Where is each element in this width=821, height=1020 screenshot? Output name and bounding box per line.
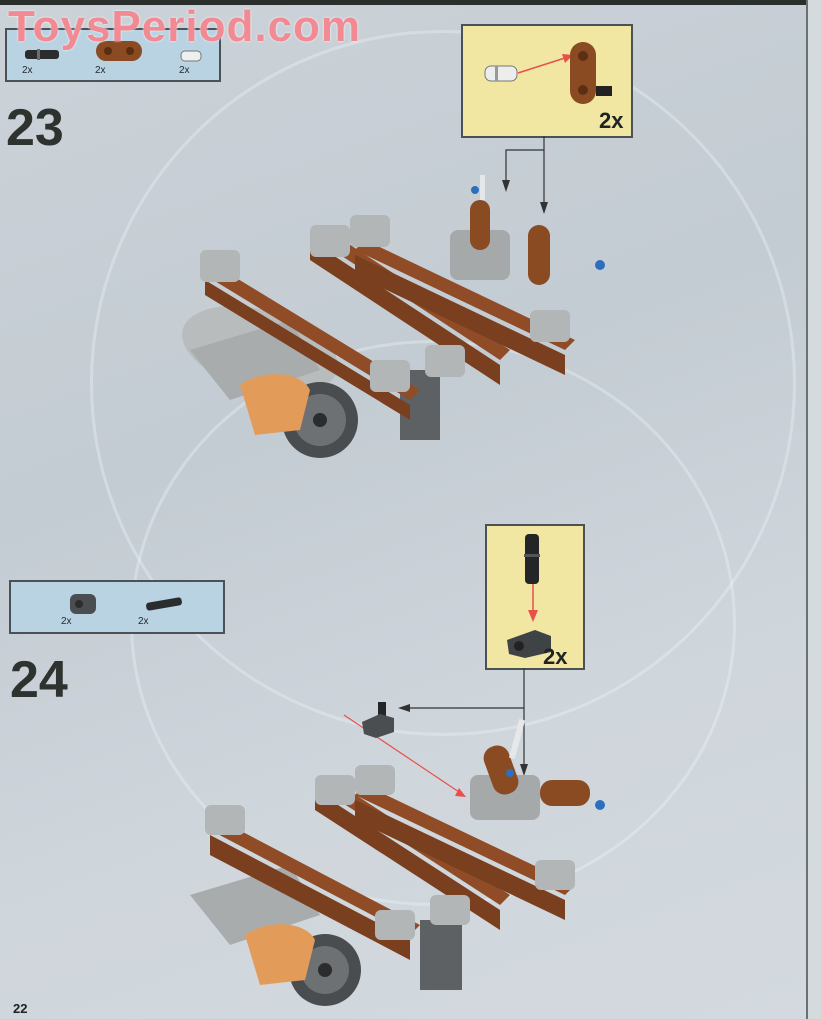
step-24-subassembly-callout: 2x	[485, 524, 585, 670]
white-pin-icon	[180, 50, 202, 62]
page-number: 22	[13, 1001, 28, 1016]
callout-qty: 2x	[599, 108, 624, 133]
step-24-model-render	[190, 765, 605, 1006]
black-pin-icon	[146, 597, 182, 611]
step-24-parts-list: 2x 2x	[9, 580, 225, 634]
loose-connector-part	[362, 702, 394, 738]
page-spine	[806, 0, 808, 1019]
brown-beam-icon	[96, 41, 142, 61]
watermark: ToysPeriod.com	[8, 2, 362, 51]
black-pin-icon	[524, 534, 540, 584]
facing-page-edge	[808, 0, 821, 1019]
step-23-subassembly-callout: 2x	[461, 24, 633, 138]
step-number: 23	[6, 99, 64, 157]
brown-liftarm-icon	[570, 42, 612, 104]
part-qty: 2x	[22, 65, 33, 76]
part-qty: 2x	[61, 616, 72, 627]
dark-grey-connector-icon	[507, 630, 551, 658]
step-23-model-render	[182, 175, 605, 458]
dark-grey-connector-icon	[70, 594, 96, 614]
insert-arrow	[528, 584, 538, 622]
page-top-edge	[0, 0, 821, 5]
part-qty: 2x	[138, 616, 149, 627]
white-pin-icon	[484, 65, 518, 82]
step-number: 24	[10, 651, 68, 709]
step-24-upper-subassembly	[483, 718, 526, 795]
step-23-parts-list: 2x 2x 2x	[5, 28, 221, 82]
callout-qty: 2x	[543, 644, 568, 669]
part-qty: 2x	[179, 65, 190, 76]
black-pin-icon	[25, 49, 59, 60]
part-qty: 2x	[95, 65, 106, 76]
